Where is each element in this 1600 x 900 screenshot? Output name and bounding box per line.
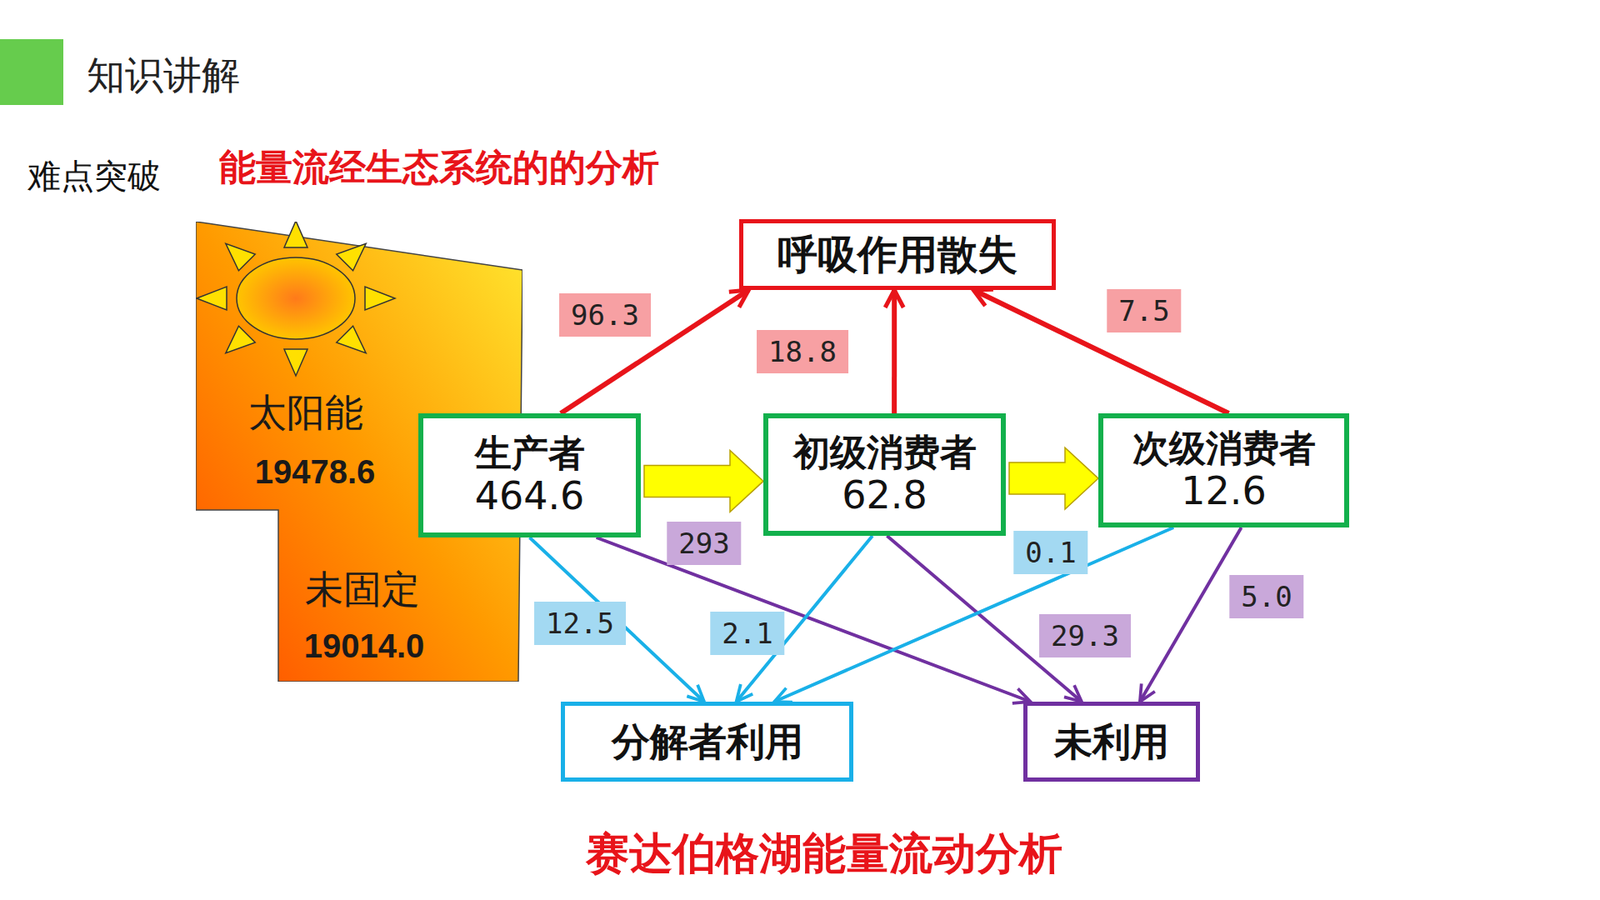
node-value: 464.6 (475, 474, 585, 519)
node-title: 未利用 (1054, 720, 1170, 765)
diagram-caption: 赛达伯格湖能量流动分析 (585, 825, 1063, 884)
flow-value: 2.1 (710, 611, 785, 655)
node-title: 次级消费者 (1132, 427, 1316, 470)
flow-value: 12.5 (534, 601, 626, 645)
flow-value: 5.0 (1229, 575, 1304, 619)
energy-box: 生产者464.6 (418, 413, 641, 538)
section-label: 难点突破 (27, 153, 161, 200)
flow-value: 96.3 (559, 293, 651, 337)
node-text: 19014.0 (304, 627, 425, 665)
node-text: 未固定 (305, 564, 420, 616)
flow-arrow (1140, 527, 1242, 702)
node-value: 12.6 (1180, 469, 1266, 514)
node-title: 生产者 (475, 432, 585, 475)
flow-value: 29.3 (1039, 614, 1131, 658)
section-title: 能量流经生态系统的的分析 (219, 143, 660, 193)
energy-box: 次级消费者12.6 (1098, 413, 1350, 528)
flow-value: 0.1 (1013, 530, 1088, 575)
heading-marker (0, 39, 64, 105)
energy-box: 呼吸作用散失 (739, 219, 1056, 290)
node-title: 分解者利用 (611, 720, 804, 765)
node-value: 62.8 (841, 473, 927, 518)
flow-value: 293 (666, 521, 741, 565)
energy-box: 未利用 (1023, 701, 1200, 782)
node-text: 太阳能 (248, 387, 364, 440)
flow-arrow (774, 527, 1174, 702)
node-title: 初级消费者 (793, 431, 977, 475)
flow-arrow (973, 290, 1229, 414)
node-title: 呼吸作用散失 (777, 231, 1018, 278)
block-arrow (1009, 447, 1099, 510)
flow-value: 18.8 (756, 330, 849, 374)
slide-heading: 知识讲解 (86, 50, 240, 102)
energy-box: 分解者利用 (560, 701, 854, 782)
block-arrow (644, 450, 764, 512)
flow-value: 7.5 (1106, 289, 1181, 333)
node-text: 19478.6 (255, 453, 376, 491)
flow-arrow (891, 290, 897, 414)
energy-box: 初级消费者62.8 (763, 413, 1006, 536)
